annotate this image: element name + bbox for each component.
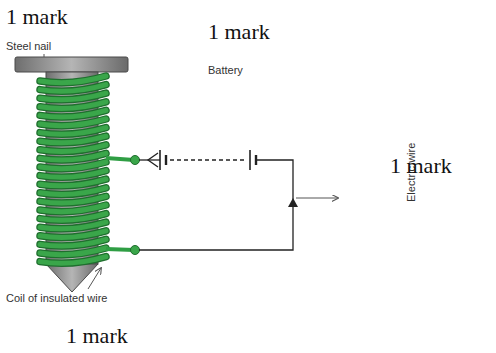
- current-arrow: [288, 198, 298, 207]
- coil-turn: [40, 76, 106, 83]
- coil-turn: [40, 162, 106, 169]
- coil-turn: [40, 257, 106, 264]
- coil-turn: [40, 222, 106, 229]
- coil-turn: [40, 128, 106, 135]
- coil-turn: [40, 153, 106, 160]
- coil-turn: [40, 136, 106, 143]
- coil-turn: [40, 162, 106, 169]
- coil-turn: [40, 136, 106, 143]
- coil-turn: [40, 196, 106, 203]
- coil-turn: [40, 205, 106, 212]
- coil-turn: [40, 231, 106, 238]
- nail-tip: [46, 264, 98, 292]
- circuit-wire: [139, 150, 293, 250]
- mark-label: 1 mark: [66, 323, 128, 348]
- leader-line: [296, 198, 338, 199]
- coil-turn: [40, 188, 106, 195]
- terminal: [131, 156, 140, 165]
- mark-label: 1 mark: [390, 153, 452, 178]
- coil-turn: [40, 102, 106, 109]
- coil-turn: [40, 196, 106, 203]
- coil-turn: [40, 171, 106, 178]
- coil-turn: [40, 119, 106, 126]
- mark-label: 1 mark: [6, 4, 68, 29]
- coil-turn: [40, 257, 106, 264]
- coil-turn: [40, 76, 106, 83]
- part-label: Coil of insulated wire: [6, 292, 108, 305]
- nail-head: [15, 57, 128, 72]
- coil-turn: [40, 85, 106, 92]
- coil-turn: [40, 239, 106, 246]
- coil-turn: [40, 128, 106, 135]
- coil-turn: [40, 93, 106, 100]
- part-label: Battery: [208, 64, 243, 77]
- coil-turn: [40, 231, 106, 238]
- coil-turn: [40, 179, 106, 186]
- coil-turn: [40, 145, 106, 152]
- coil-turn: [40, 222, 106, 229]
- coil-turn: [40, 171, 106, 178]
- coil-windings: [40, 76, 106, 263]
- coil-turn: [40, 248, 106, 255]
- coil-turn: [40, 214, 106, 221]
- coil-turn: [40, 205, 106, 212]
- coil-turn: [40, 188, 106, 195]
- part-label: Steel nail: [6, 40, 51, 53]
- coil-lead: [106, 249, 134, 250]
- leader-line: [88, 268, 101, 289]
- coil-turn: [40, 119, 106, 126]
- coil-turn: [40, 102, 106, 109]
- coil-turn: [40, 110, 106, 117]
- coil-turn: [40, 214, 106, 221]
- coil-turn: [40, 145, 106, 152]
- coil-lead: [106, 158, 134, 160]
- mark-label: 1 mark: [208, 19, 270, 44]
- coil-turn: [40, 179, 106, 186]
- coil-turn: [40, 85, 106, 92]
- coil-turn: [40, 110, 106, 117]
- leader-line: [44, 54, 45, 57]
- coil-turn: [40, 93, 106, 100]
- terminal: [131, 246, 140, 255]
- coil-turn: [40, 153, 106, 160]
- coil-turn: [40, 248, 106, 255]
- coil-turn: [40, 239, 106, 246]
